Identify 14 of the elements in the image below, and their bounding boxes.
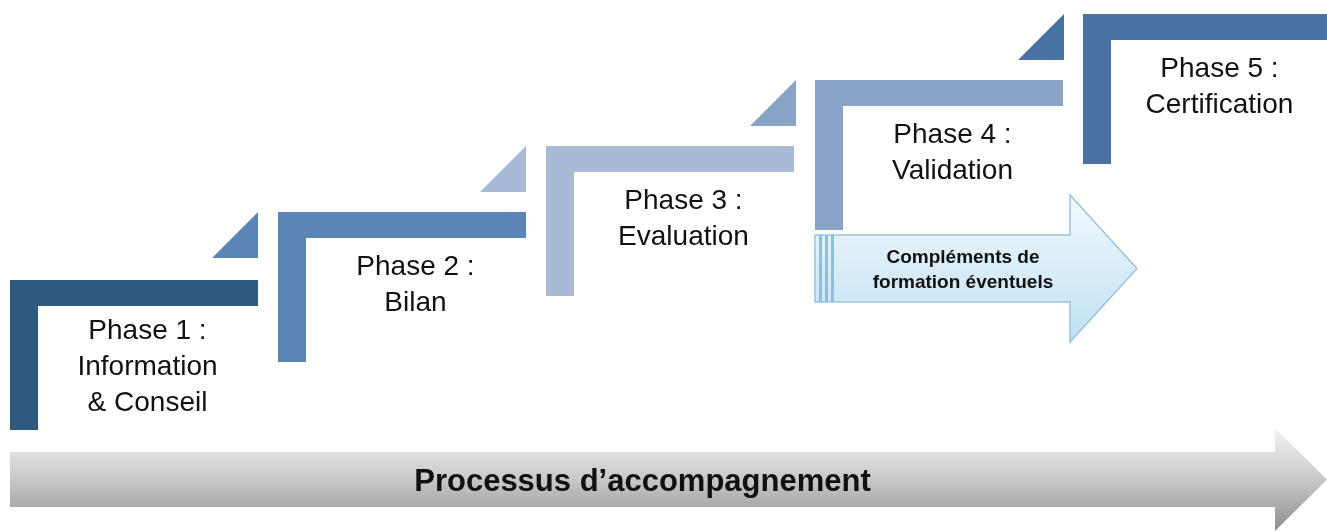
- step-shape: [815, 80, 1063, 230]
- step-label: Phase 2 : Bilan: [355, 249, 476, 319]
- step-label: Phase 1 : Information & Conseil: [76, 313, 219, 419]
- step-label: Phase 4 : Validation: [891, 117, 1014, 187]
- arrow-shape: [815, 195, 1137, 342]
- step-shape: [278, 212, 526, 362]
- step-shape: [546, 146, 794, 296]
- step-label: Phase 3 : Evaluation: [617, 183, 750, 253]
- step-label: Phase 5 : Certification: [1144, 51, 1295, 121]
- arrow-shape: [10, 428, 1327, 531]
- step-shape: [10, 280, 258, 430]
- arrow-label: Compléments de formation éventuels: [871, 245, 1055, 294]
- arrow-label: Processus d’accompagnement: [413, 462, 872, 500]
- step-shape: [1083, 14, 1327, 164]
